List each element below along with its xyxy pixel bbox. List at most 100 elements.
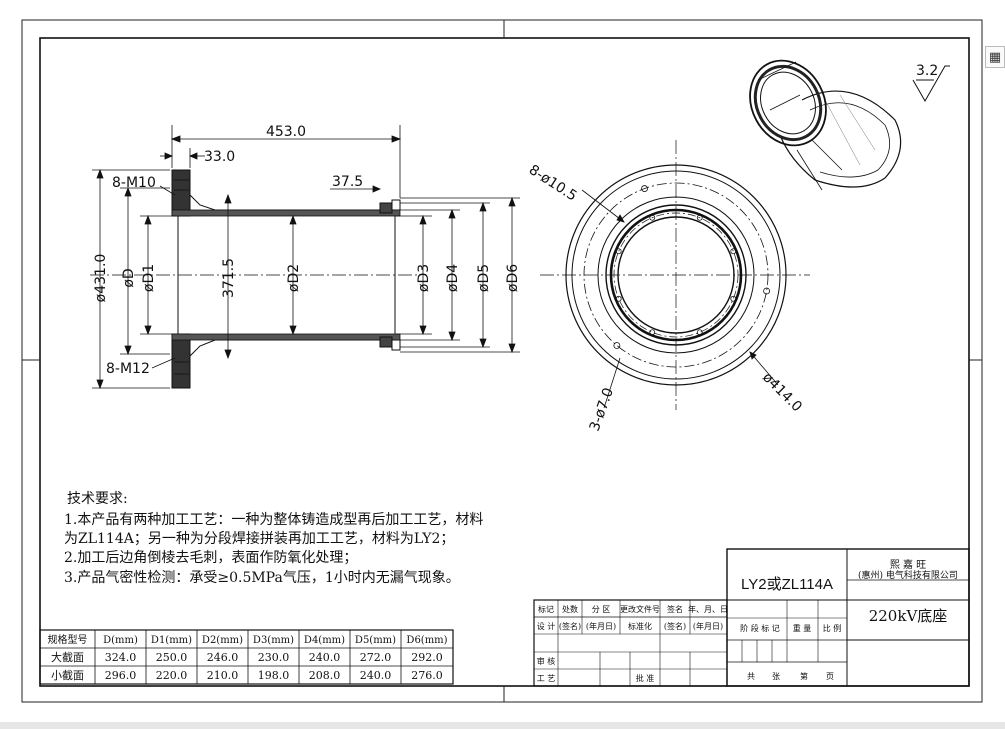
company-subtitle: (惠州) 电气科技有限公司 <box>858 569 958 581</box>
approve-label: 批 准 <box>636 673 655 683</box>
spec-table-cell: 198.0 <box>258 669 290 682</box>
spec-table-header: D(mm) <box>103 635 138 646</box>
rev-doc: 更改文件号 <box>620 604 660 614</box>
tube-wall-bottom <box>171 333 401 341</box>
bottom-scrollbar[interactable] <box>0 722 1005 729</box>
page-tool-icon[interactable]: ▦ <box>985 46 1005 68</box>
flange-top-hatch <box>171 169 191 217</box>
sheet-unit-1: 张 <box>772 672 780 681</box>
dim-height: 371.5 <box>221 258 237 298</box>
spec-table: 规格型号 D(mm) D1(mm) D2(mm) D3(mm) D4(mm) D5(mm) D… <box>39 629 454 685</box>
section-labels: 453.0 33.0 37.5 8-M10 8-M12 ø431.0 øD øD… <box>93 124 521 377</box>
spec-table-header: D3(mm) <box>253 635 294 646</box>
tech-line-2: 为ZL114A；另一种为分段焊接拼装再加工工艺，材料为LY2； <box>64 530 454 547</box>
spec-table-cell: 272.0 <box>360 651 392 664</box>
rev-mark: 标记 <box>538 604 554 614</box>
design-date: (年月日) <box>586 621 616 631</box>
section-dimensions <box>92 125 520 390</box>
spec-table-header: D6(mm) <box>406 635 447 646</box>
thread-bottom-label: 8-M12 <box>106 361 150 377</box>
top-view-leaders <box>581 189 779 409</box>
top-view-labels: 8-ø10.5 3-ø7.0 ø414.0 <box>526 162 805 433</box>
sheet-total: 共 <box>747 672 755 681</box>
inner-bolt-hole <box>615 248 622 255</box>
spec-table-header: D4(mm) <box>304 635 345 646</box>
dim-d: øD <box>121 268 137 287</box>
dim-d2: øD2 <box>286 264 302 292</box>
inner-bolt-hole <box>730 295 737 302</box>
dim-431: ø431.0 <box>93 254 109 303</box>
spec-table-header: D1(mm) <box>151 635 192 646</box>
inner-bolt-hole <box>730 248 737 255</box>
weight-label: 重 量 <box>793 623 812 633</box>
spec-table-header: 规格型号 <box>48 633 88 646</box>
roughness-value: 3.2 <box>916 63 938 79</box>
holes-8-label: 8-ø10.5 <box>526 162 580 205</box>
spec-table-cell: 324.0 <box>105 651 137 664</box>
design-sign: (签名) <box>559 621 581 631</box>
iso-view <box>749 59 902 191</box>
tech-line-1: 1.本产品有两种加工工艺：一种为整体铸造成型再后加工工艺，材料 <box>64 512 483 528</box>
tech-requirements: 技术要求: 1.本产品有两种加工工艺：一种为整体铸造成型再后加工工艺，材料 为Z… <box>64 491 483 586</box>
section-view <box>90 169 420 389</box>
top-view <box>540 140 810 410</box>
tech-title: 技术要求: <box>67 491 128 507</box>
thread-top-label: 8-M10 <box>112 175 156 191</box>
sheet-unit-2: 页 <box>826 672 834 681</box>
dim-d4: øD4 <box>445 264 461 292</box>
spec-table-cell: 292.0 <box>411 651 443 664</box>
rev-zone: 分 区 <box>592 605 611 614</box>
process-label: 工 艺 <box>537 674 556 683</box>
spec-table-cell: 276.0 <box>411 669 443 682</box>
inner-bolt-hole <box>696 214 703 221</box>
outer-frame <box>21 19 983 703</box>
spec-table-cell: 250.0 <box>156 651 188 664</box>
roughness-symbol <box>912 65 950 103</box>
dim-d3: øD3 <box>416 264 432 292</box>
std-sign: (签名) <box>664 621 686 631</box>
spec-table-cell: 240.0 <box>360 669 392 682</box>
part-name: 220kV底座 <box>869 607 948 625</box>
zone-marks <box>22 20 982 702</box>
tech-line-4: 3.产品气密性检测：承受≥0.5MPa气压，1小时内无漏气现象。 <box>64 569 460 586</box>
inner-bolt-hole <box>615 295 622 302</box>
tube-wall-top <box>171 209 401 217</box>
dim-d1: øD1 <box>141 264 157 292</box>
dia-414-label: ø414.0 <box>759 370 805 416</box>
std-date: (年月日) <box>693 621 723 631</box>
inner-bolt-hole <box>649 329 656 336</box>
spec-table-header: D2(mm) <box>202 635 243 646</box>
outer-bolt-hole <box>763 287 771 295</box>
outer-bolt-hole <box>641 185 648 192</box>
dim-flange: 33.0 <box>204 149 235 165</box>
rev-sign: 签名 <box>667 604 683 614</box>
spec-table-cell: 296.0 <box>105 669 137 682</box>
tech-line-3: 2.加工后边角倒棱去毛刺，表面作防氧化处理； <box>64 550 357 566</box>
scale-label: 比 例 <box>823 623 842 633</box>
dim-d6: øD6 <box>505 264 521 292</box>
dim-d5: øD5 <box>476 264 492 292</box>
spec-table-cell: 208.0 <box>309 669 341 682</box>
spec-table-cell: 230.0 <box>258 651 290 664</box>
inner-bolt-hole <box>696 329 703 336</box>
spec-table-header: D5(mm) <box>355 635 396 646</box>
spec-table-cell: 大截面 <box>51 650 84 664</box>
sheet-nth: 第 <box>800 671 808 681</box>
dim-length: 453.0 <box>266 124 306 140</box>
company-name: 熙 嘉 旺 <box>890 558 926 571</box>
inner-bolt-hole <box>649 214 656 221</box>
flange-bottom-hatch <box>171 333 191 389</box>
review-label: 审 核 <box>537 656 556 666</box>
dim-step: 37.5 <box>332 174 363 190</box>
design-label: 设 计 <box>537 621 556 631</box>
rev-count: 处数 <box>562 604 578 614</box>
spec-table-cell: 210.0 <box>207 669 239 682</box>
spec-table-cell: 240.0 <box>309 651 341 664</box>
title-block <box>533 548 970 687</box>
rev-date: 年、月、日 <box>688 604 728 614</box>
title-block-text: LY2或ZL114A 熙 嘉 旺 (惠州) 电气科技有限公司 220kV底座 阶… <box>537 558 958 683</box>
spec-table-cell: 220.0 <box>156 669 188 682</box>
material-label: LY2或ZL114A <box>741 576 833 593</box>
std-label: 标准化 <box>628 621 652 631</box>
